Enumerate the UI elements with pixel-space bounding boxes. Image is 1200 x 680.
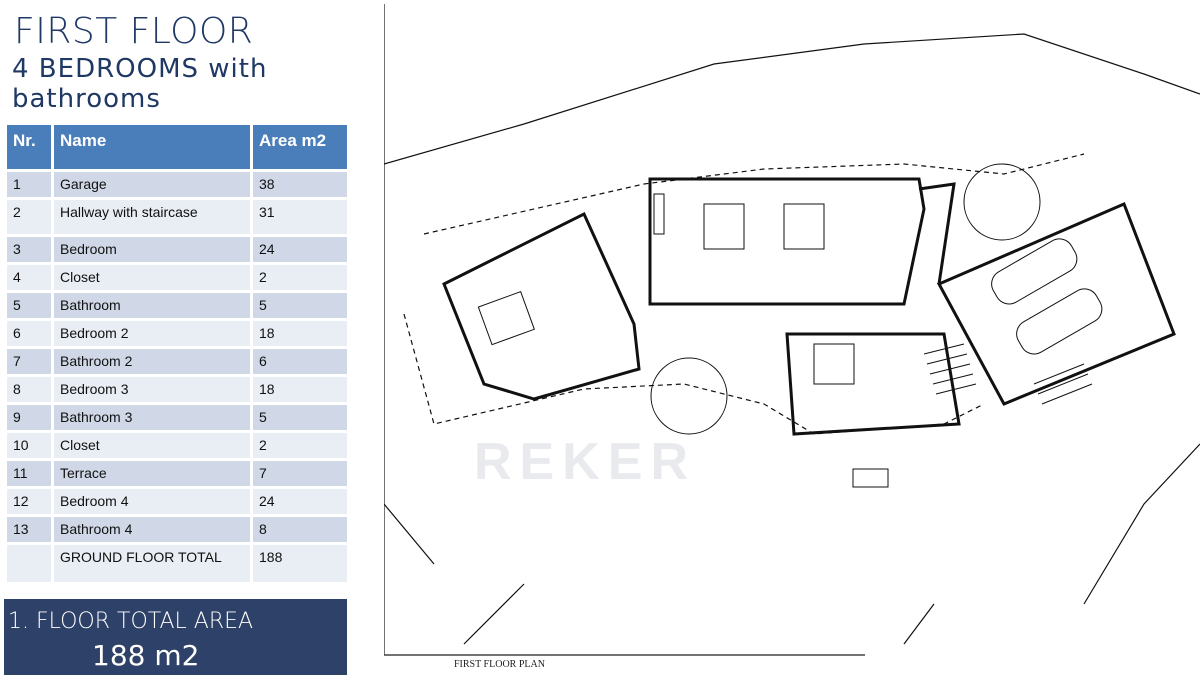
terrain-line xyxy=(384,443,1200,645)
cell-area: 18 xyxy=(253,321,347,346)
col-name: Name xyxy=(54,125,250,169)
cell-name: Closet xyxy=(54,265,250,290)
plan-caption: FIRST FLOOR PLAN xyxy=(454,659,545,670)
summary-value: 188 m2 xyxy=(92,639,200,672)
cell-name: Bedroom xyxy=(54,237,250,262)
page-title: FIRST FLOOR xyxy=(14,11,254,52)
cell-nr: 4 xyxy=(7,265,51,290)
cell-area: 24 xyxy=(253,237,347,262)
walls xyxy=(442,177,1176,436)
tree-icon xyxy=(650,163,1041,435)
cell-nr: 5 xyxy=(7,293,51,318)
cell-name: Bedroom 2 xyxy=(54,321,250,346)
cell-area: 188 xyxy=(253,545,347,582)
watermark-logo: REKER xyxy=(474,433,696,491)
col-area: Area m2 xyxy=(253,125,347,169)
terrain-line xyxy=(384,33,1200,165)
summary-label: 1. FLOOR TOTAL AREA xyxy=(8,609,254,634)
cell-nr: 1 xyxy=(7,172,51,197)
cell-area: 2 xyxy=(253,265,347,290)
cell-area: 2 xyxy=(253,433,347,458)
cell-name: Terrace xyxy=(54,461,250,486)
cell-name: Bathroom 4 xyxy=(54,517,250,542)
cell-area: 5 xyxy=(253,405,347,430)
cell-nr xyxy=(7,545,51,582)
cell-name: Bedroom 4 xyxy=(54,489,250,514)
cell-area: 18 xyxy=(253,377,347,402)
furniture xyxy=(477,193,1103,488)
cell-name: GROUND FLOOR TOTAL xyxy=(54,545,250,582)
cell-name: Garage xyxy=(54,172,250,197)
col-nr: Nr. xyxy=(7,125,51,169)
boundary-line xyxy=(403,313,985,435)
cell-area: 6 xyxy=(253,349,347,374)
cell-name: Bathroom 3 xyxy=(54,405,250,430)
cell-area: 38 xyxy=(253,172,347,197)
cell-area: 31 xyxy=(253,200,347,234)
cell-nr: 9 xyxy=(7,405,51,430)
table-header: Nr. Name Area m2 xyxy=(7,125,347,169)
cell-area: 24 xyxy=(253,489,347,514)
cell-area: 8 xyxy=(253,517,347,542)
cell-area: 5 xyxy=(253,293,347,318)
cell-name: Bathroom xyxy=(54,293,250,318)
boundary-line xyxy=(423,153,1085,235)
cell-nr: 3 xyxy=(7,237,51,262)
cell-nr: 6 xyxy=(7,321,51,346)
cell-nr: 7 xyxy=(7,349,51,374)
cell-nr: 12 xyxy=(7,489,51,514)
cell-name: Closet xyxy=(54,433,250,458)
cell-nr: 2 xyxy=(7,200,51,234)
cell-name: Hallway with staircase xyxy=(54,200,250,234)
cell-nr: 11 xyxy=(7,461,51,486)
page-subtitle: 4 BEDROOMS with bathrooms xyxy=(12,54,268,114)
cell-name: Bathroom 2 xyxy=(54,349,250,374)
cell-nr: 8 xyxy=(7,377,51,402)
cell-name: Bedroom 3 xyxy=(54,377,250,402)
plan-frame xyxy=(384,4,865,656)
staircase xyxy=(923,343,1093,405)
floor-plan-drawing: REKER xyxy=(384,4,1200,656)
floor-total-summary: 1. FLOOR TOTAL AREA 188 m2 xyxy=(4,599,347,675)
cell-nr: 13 xyxy=(7,517,51,542)
cell-nr: 10 xyxy=(7,433,51,458)
cell-area: 7 xyxy=(253,461,347,486)
